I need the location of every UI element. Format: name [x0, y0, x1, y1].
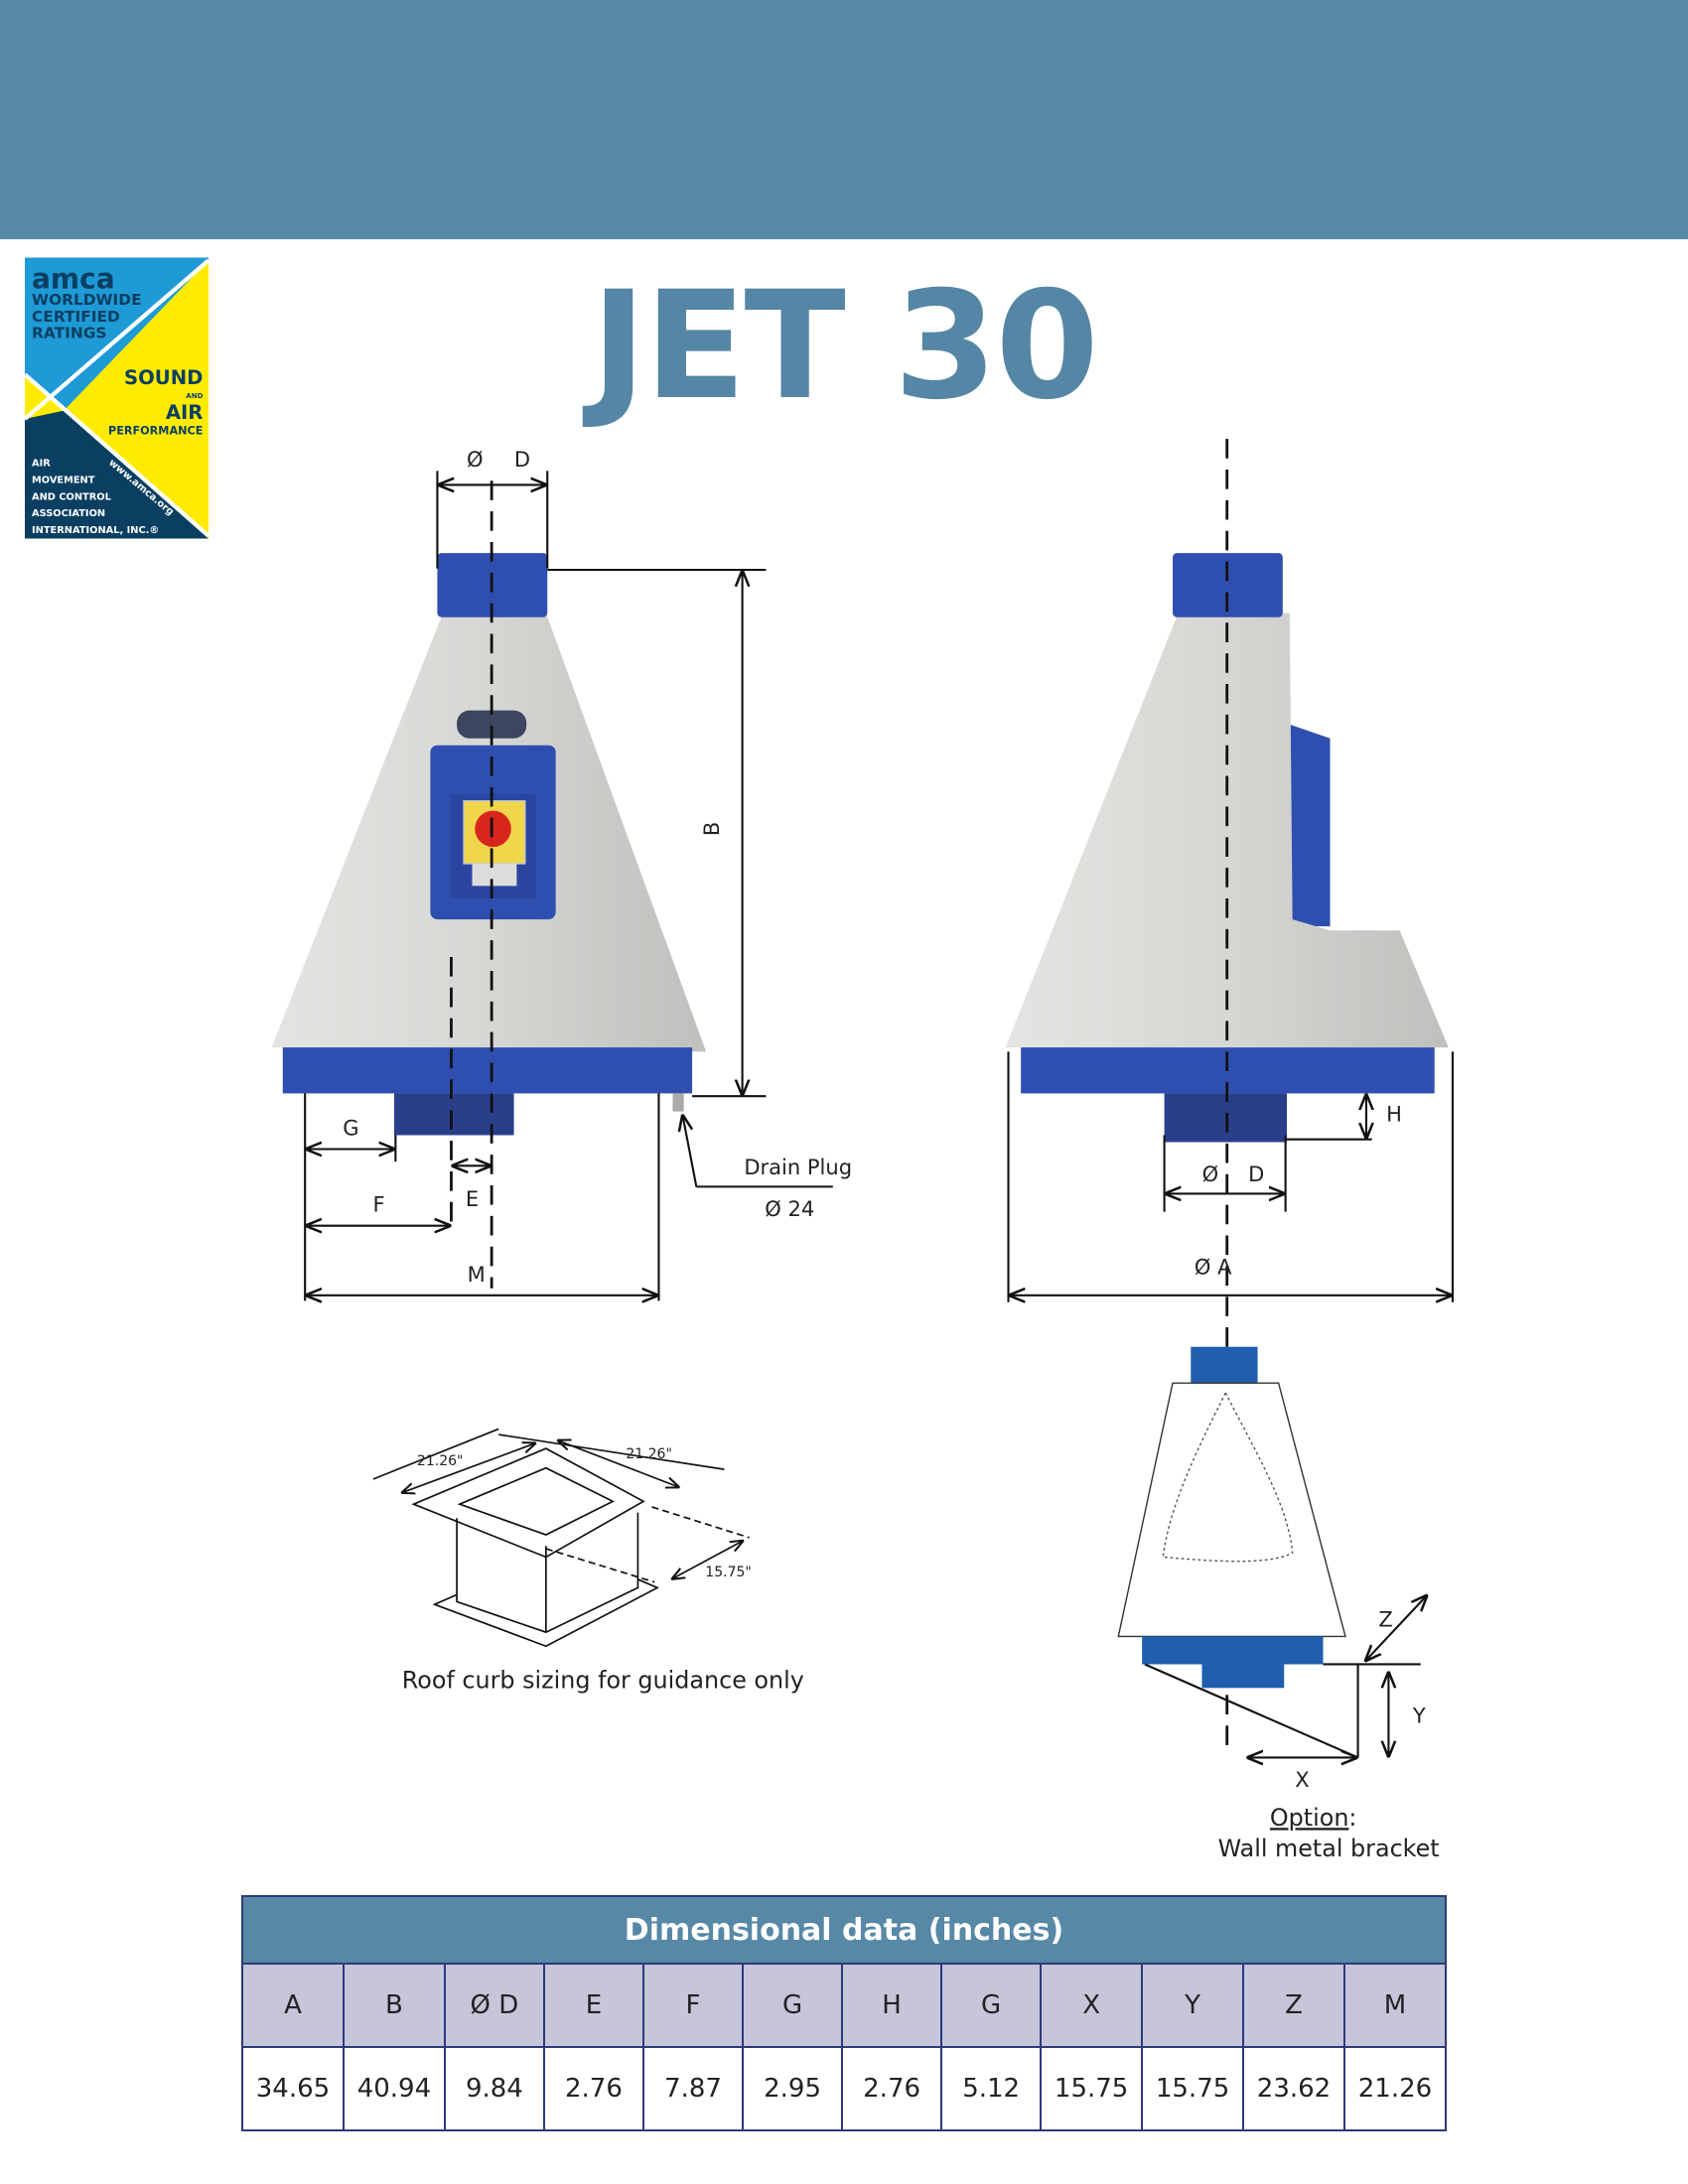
header-cell: Z [1242, 1963, 1345, 2048]
label-m: M [468, 1262, 486, 1287]
svg-text:MOVEMENT: MOVEMENT [32, 475, 95, 485]
value-cell: 5.12 [940, 2046, 1043, 2131]
label-x: X [1295, 1767, 1309, 1792]
option-label: Option: [1270, 1804, 1357, 1832]
dimensional-data-table: Dimensional data (inches) A B Ø D E F G … [241, 1895, 1448, 2131]
value-cell: 15.75 [1141, 2046, 1245, 2131]
drain-plug-label: Drain Plug [744, 1155, 852, 1179]
value-cell: 23.62 [1242, 2046, 1345, 2131]
header-cell: M [1342, 1963, 1448, 2048]
svg-text:AIR: AIR [166, 401, 204, 424]
value-cell: 15.75 [1040, 2046, 1144, 2131]
header-cell: G [742, 1963, 844, 2048]
table-caption: Dimensional data (inches) [241, 1895, 1447, 1965]
drain-size-label: Ø 24 [765, 1196, 814, 1221]
label-b: B [699, 822, 724, 836]
header-cell: X [1040, 1963, 1144, 2048]
label-a: Ø A [1195, 1255, 1232, 1280]
table-header-row: A B Ø D E F G H G X Y Z M [241, 1963, 1448, 2048]
value-cell: 21.26 [1342, 2046, 1448, 2131]
svg-text:INTERNATIONAL, INC.®: INTERNATIONAL, INC.® [32, 525, 159, 536]
label-phi: Ø [467, 447, 484, 472]
value-cell: 2.95 [742, 2046, 844, 2131]
amca-logo: amca WORLDWIDE CERTIFIED RATINGS SOUND A… [25, 257, 209, 539]
value-cell: 7.87 [641, 2046, 745, 2131]
label-f: F [372, 1192, 384, 1217]
svg-text:amca: amca [32, 262, 115, 295]
roof-curb-caption: Roof curb sizing for guidance only [402, 1666, 804, 1694]
header-cell: Y [1141, 1963, 1245, 2048]
svg-text:CERTIFIED: CERTIFIED [32, 308, 120, 326]
header-cell: B [342, 1963, 446, 2048]
value-cell: 2.76 [841, 2046, 943, 2131]
label-d: D [514, 447, 530, 472]
svg-text:ASSOCIATION: ASSOCIATION [32, 508, 105, 519]
header-cell: F [641, 1963, 745, 2048]
value-cell: 34.65 [241, 2046, 345, 2131]
label-e: E [466, 1186, 479, 1211]
svg-text:PERFORMANCE: PERFORMANCE [108, 424, 203, 437]
bracket-caption: Wall metal bracket [1218, 1835, 1440, 1862]
value-cell: 40.94 [342, 2046, 446, 2131]
label-h: H [1386, 1101, 1402, 1126]
option-text: Option [1270, 1804, 1349, 1832]
svg-text:SOUND: SOUND [124, 366, 203, 389]
curb-dim-1: 21.26" [417, 1453, 464, 1469]
header-cell: Ø D [443, 1963, 545, 2048]
front-view: Ø D B G F E M Drain Plug Ø 24 [271, 447, 852, 1300]
header-band [0, 0, 1688, 239]
header-cell: G [940, 1963, 1043, 2048]
product-title: JET 30 [591, 260, 1099, 433]
wall-bracket-drawing: Z Y X Option: Wall metal bracket [1117, 1346, 1440, 1862]
curb-dim-3: 15.75" [705, 1565, 752, 1580]
label-z: Z [1378, 1607, 1392, 1632]
svg-text:AND CONTROL: AND CONTROL [32, 491, 111, 502]
svg-text:RATINGS: RATINGS [32, 325, 106, 342]
svg-text:AND: AND [186, 392, 203, 400]
svg-text:AIR: AIR [32, 459, 51, 470]
label-d-side: D [1248, 1161, 1264, 1186]
curb-dim-2: 21.26" [626, 1446, 672, 1462]
table-row: 34.65 40.94 9.84 2.76 7.87 2.95 2.76 5.1… [241, 2046, 1448, 2131]
header-cell: A [241, 1963, 345, 2048]
header-cell: E [542, 1963, 644, 2048]
value-cell: 2.76 [542, 2046, 644, 2131]
option-colon: : [1348, 1804, 1356, 1832]
label-phi-side: Ø [1202, 1161, 1219, 1186]
value-cell: 9.84 [443, 2046, 545, 2131]
label-g: G [343, 1115, 358, 1140]
svg-text:WORLDWIDE: WORLDWIDE [32, 291, 142, 309]
roof-curb-drawing [372, 1428, 750, 1648]
header-cell: H [841, 1963, 943, 2048]
label-y: Y [1412, 1703, 1426, 1727]
